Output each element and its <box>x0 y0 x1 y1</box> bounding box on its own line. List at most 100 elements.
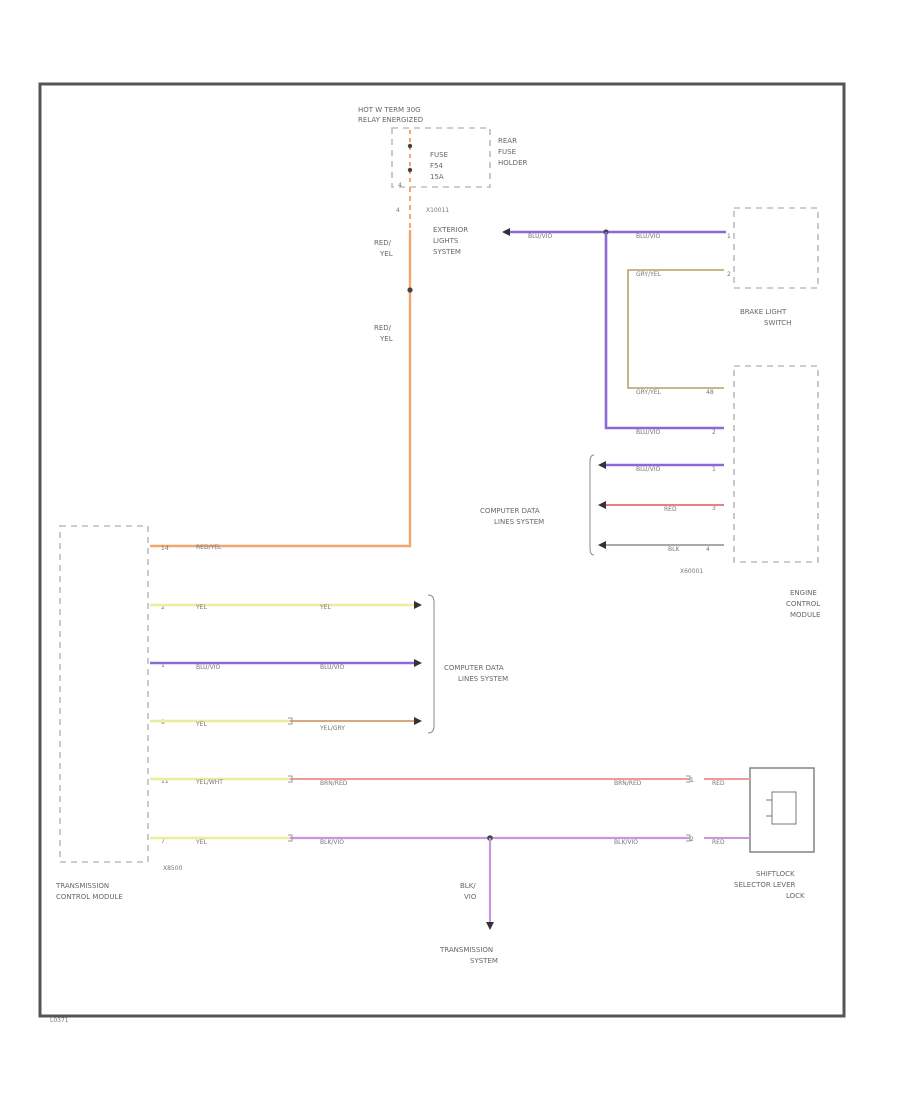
trans-system-line2: SYSTEM <box>470 957 498 965</box>
ecm-data-blu-arrow <box>598 461 606 469</box>
tcm-blk-a-label: BLK/VIO <box>320 839 344 846</box>
shiftlock-pin-b-label: RED <box>712 839 725 846</box>
shiftlock-box <box>749 767 815 853</box>
ecm-blu-wire <box>604 232 724 430</box>
terminal-marker <box>288 775 293 783</box>
brake-gry1-label: GRY/YEL <box>636 271 662 278</box>
exterior-lights-line3: SYSTEM <box>433 248 461 256</box>
ecm-blu-label: BLU/VIO <box>636 429 660 436</box>
tcm-pin-2: 2 <box>161 604 165 611</box>
tcm-yel2b-label: YEL/GRY <box>319 725 345 732</box>
shiftlock-pin-a-label: RED <box>712 780 725 787</box>
fuse-line3: 15A <box>430 173 444 181</box>
fuse-holder-box <box>391 127 491 188</box>
terminal-marker <box>686 775 691 783</box>
footer-code: L0371 <box>50 1017 69 1024</box>
brake-switch-box <box>733 207 819 289</box>
ecm-connector: X60001 <box>680 568 703 575</box>
tcm-brn-b-label: BRN/RED <box>614 780 642 787</box>
tcm-blu-arrow <box>414 659 422 667</box>
cdl-left-line1: COMPUTER DATA <box>444 664 504 672</box>
bottom-splice-line2: VIO <box>464 893 477 901</box>
shiftlock-pin-a: 1 <box>690 777 694 784</box>
brake-switch-line1: BRAKE LIGHT <box>740 308 787 316</box>
tcm-yel1-arrow <box>414 601 422 609</box>
splice-lower-line2: YEL <box>379 335 393 343</box>
tcm-pin-1: 14 <box>161 545 169 552</box>
tcm-connector: X8500 <box>163 865 183 872</box>
ecm-pin-3: 1 <box>712 466 716 473</box>
splice-upper-line2: YEL <box>379 250 393 258</box>
brake-blu-label: BLU/VIO <box>636 233 660 240</box>
tcm-box <box>59 525 149 863</box>
exterior-lights-arrow <box>502 228 510 236</box>
tcm-pin-6: 7 <box>161 838 165 845</box>
diagram-frame <box>38 82 846 1018</box>
exterior-lights-line1: EXTERIOR <box>433 226 468 234</box>
shiftlock-line3: LOCK <box>786 892 805 900</box>
tcm-yel2a-label: YEL <box>195 721 207 728</box>
brake-pin-b: 2 <box>727 271 731 278</box>
ecm-data-bracket <box>589 454 595 556</box>
tcm-brn-a-label: BRN/RED <box>320 780 348 787</box>
brake-pin-a: 1 <box>727 233 731 240</box>
exterior-lights-line2: LIGHTS <box>433 237 459 245</box>
tcm-yel1b-label: YEL <box>319 604 331 611</box>
fuse-holder-line3: HOLDER <box>498 159 527 167</box>
tcm-pin-5: 11 <box>161 778 169 785</box>
ecm-pin-2: 2 <box>712 429 716 436</box>
trans-system-arrow <box>486 922 494 930</box>
gry-yel-wire <box>627 269 724 389</box>
terminal-markers <box>288 717 691 842</box>
fuse-holder-line1: REAR <box>498 137 517 145</box>
splice-point <box>407 287 413 293</box>
tcm-data-bracket <box>427 594 435 734</box>
fuse-holder-line2: FUSE <box>498 148 516 156</box>
tcm-line2: CONTROL MODULE <box>56 893 123 901</box>
ecm-blk-label: BLK <box>668 546 680 553</box>
tcm-line1: TRANSMISSION <box>55 882 109 890</box>
shiftlock-pin-b: 2 <box>690 836 694 843</box>
tcm-yel3-label: YEL <box>195 839 207 846</box>
terminal-marker <box>288 834 293 842</box>
red-yel-wire <box>150 230 412 548</box>
ecm-line3: MODULE <box>790 611 820 619</box>
fuse-terminal-top <box>407 143 413 149</box>
tcm-yel1a-label: YEL <box>195 604 207 611</box>
ecm-red-label: RED <box>664 506 677 513</box>
ecm-data-blk-arrow <box>598 541 606 549</box>
shiftlock-solenoid <box>771 791 797 825</box>
fuse-connector: X10011 <box>426 207 449 214</box>
ecm-box <box>733 365 819 563</box>
shiftlock-lead <box>766 799 772 817</box>
ecm-pin-5: 4 <box>706 546 710 553</box>
tcm-yelwht-label: YEL/WHT <box>195 779 223 786</box>
ecm-pin-4: 3 <box>712 505 716 512</box>
cdl-left-line2: LINES SYSTEM <box>458 675 508 683</box>
tcm-blu-b-label: BLU/VIO <box>320 664 344 671</box>
cdl-right-line1: COMPUTER DATA <box>480 507 540 515</box>
terminal-marker <box>686 834 691 842</box>
title-line2: RELAY ENERGIZED <box>358 116 423 124</box>
splice-upper-line1: RED/ <box>374 239 392 247</box>
ecm-data-red-arrow <box>598 501 606 509</box>
tcm-pin-3: 1 <box>161 662 165 669</box>
fuse-terminal-bottom <box>407 167 413 173</box>
ecm-line1: ENGINE <box>790 589 817 597</box>
tcm-pin-4: 8 <box>161 719 165 726</box>
title-line1: HOT W TERM 30G <box>358 106 421 114</box>
fuse-line1: FUSE <box>430 151 448 159</box>
ecm-line2: CONTROL <box>786 600 820 608</box>
bottom-splice-line1: BLK/ <box>460 882 476 890</box>
splice-lower-line1: RED/ <box>374 324 392 332</box>
trans-system-line1: TRANSMISSION <box>439 946 493 954</box>
tcm-yel2-arrow <box>414 717 422 725</box>
ext-blu-label: BLU/VIO <box>528 233 552 240</box>
fuse-pin: 4 <box>396 207 400 214</box>
cdl-right-line2: LINES SYSTEM <box>494 518 544 526</box>
fuse-line2: F54 <box>430 162 443 170</box>
tcm-blu-a-label: BLU/VIO <box>196 664 220 671</box>
terminal-marker <box>288 717 293 725</box>
fuse-pin-top: 4 <box>398 182 402 189</box>
